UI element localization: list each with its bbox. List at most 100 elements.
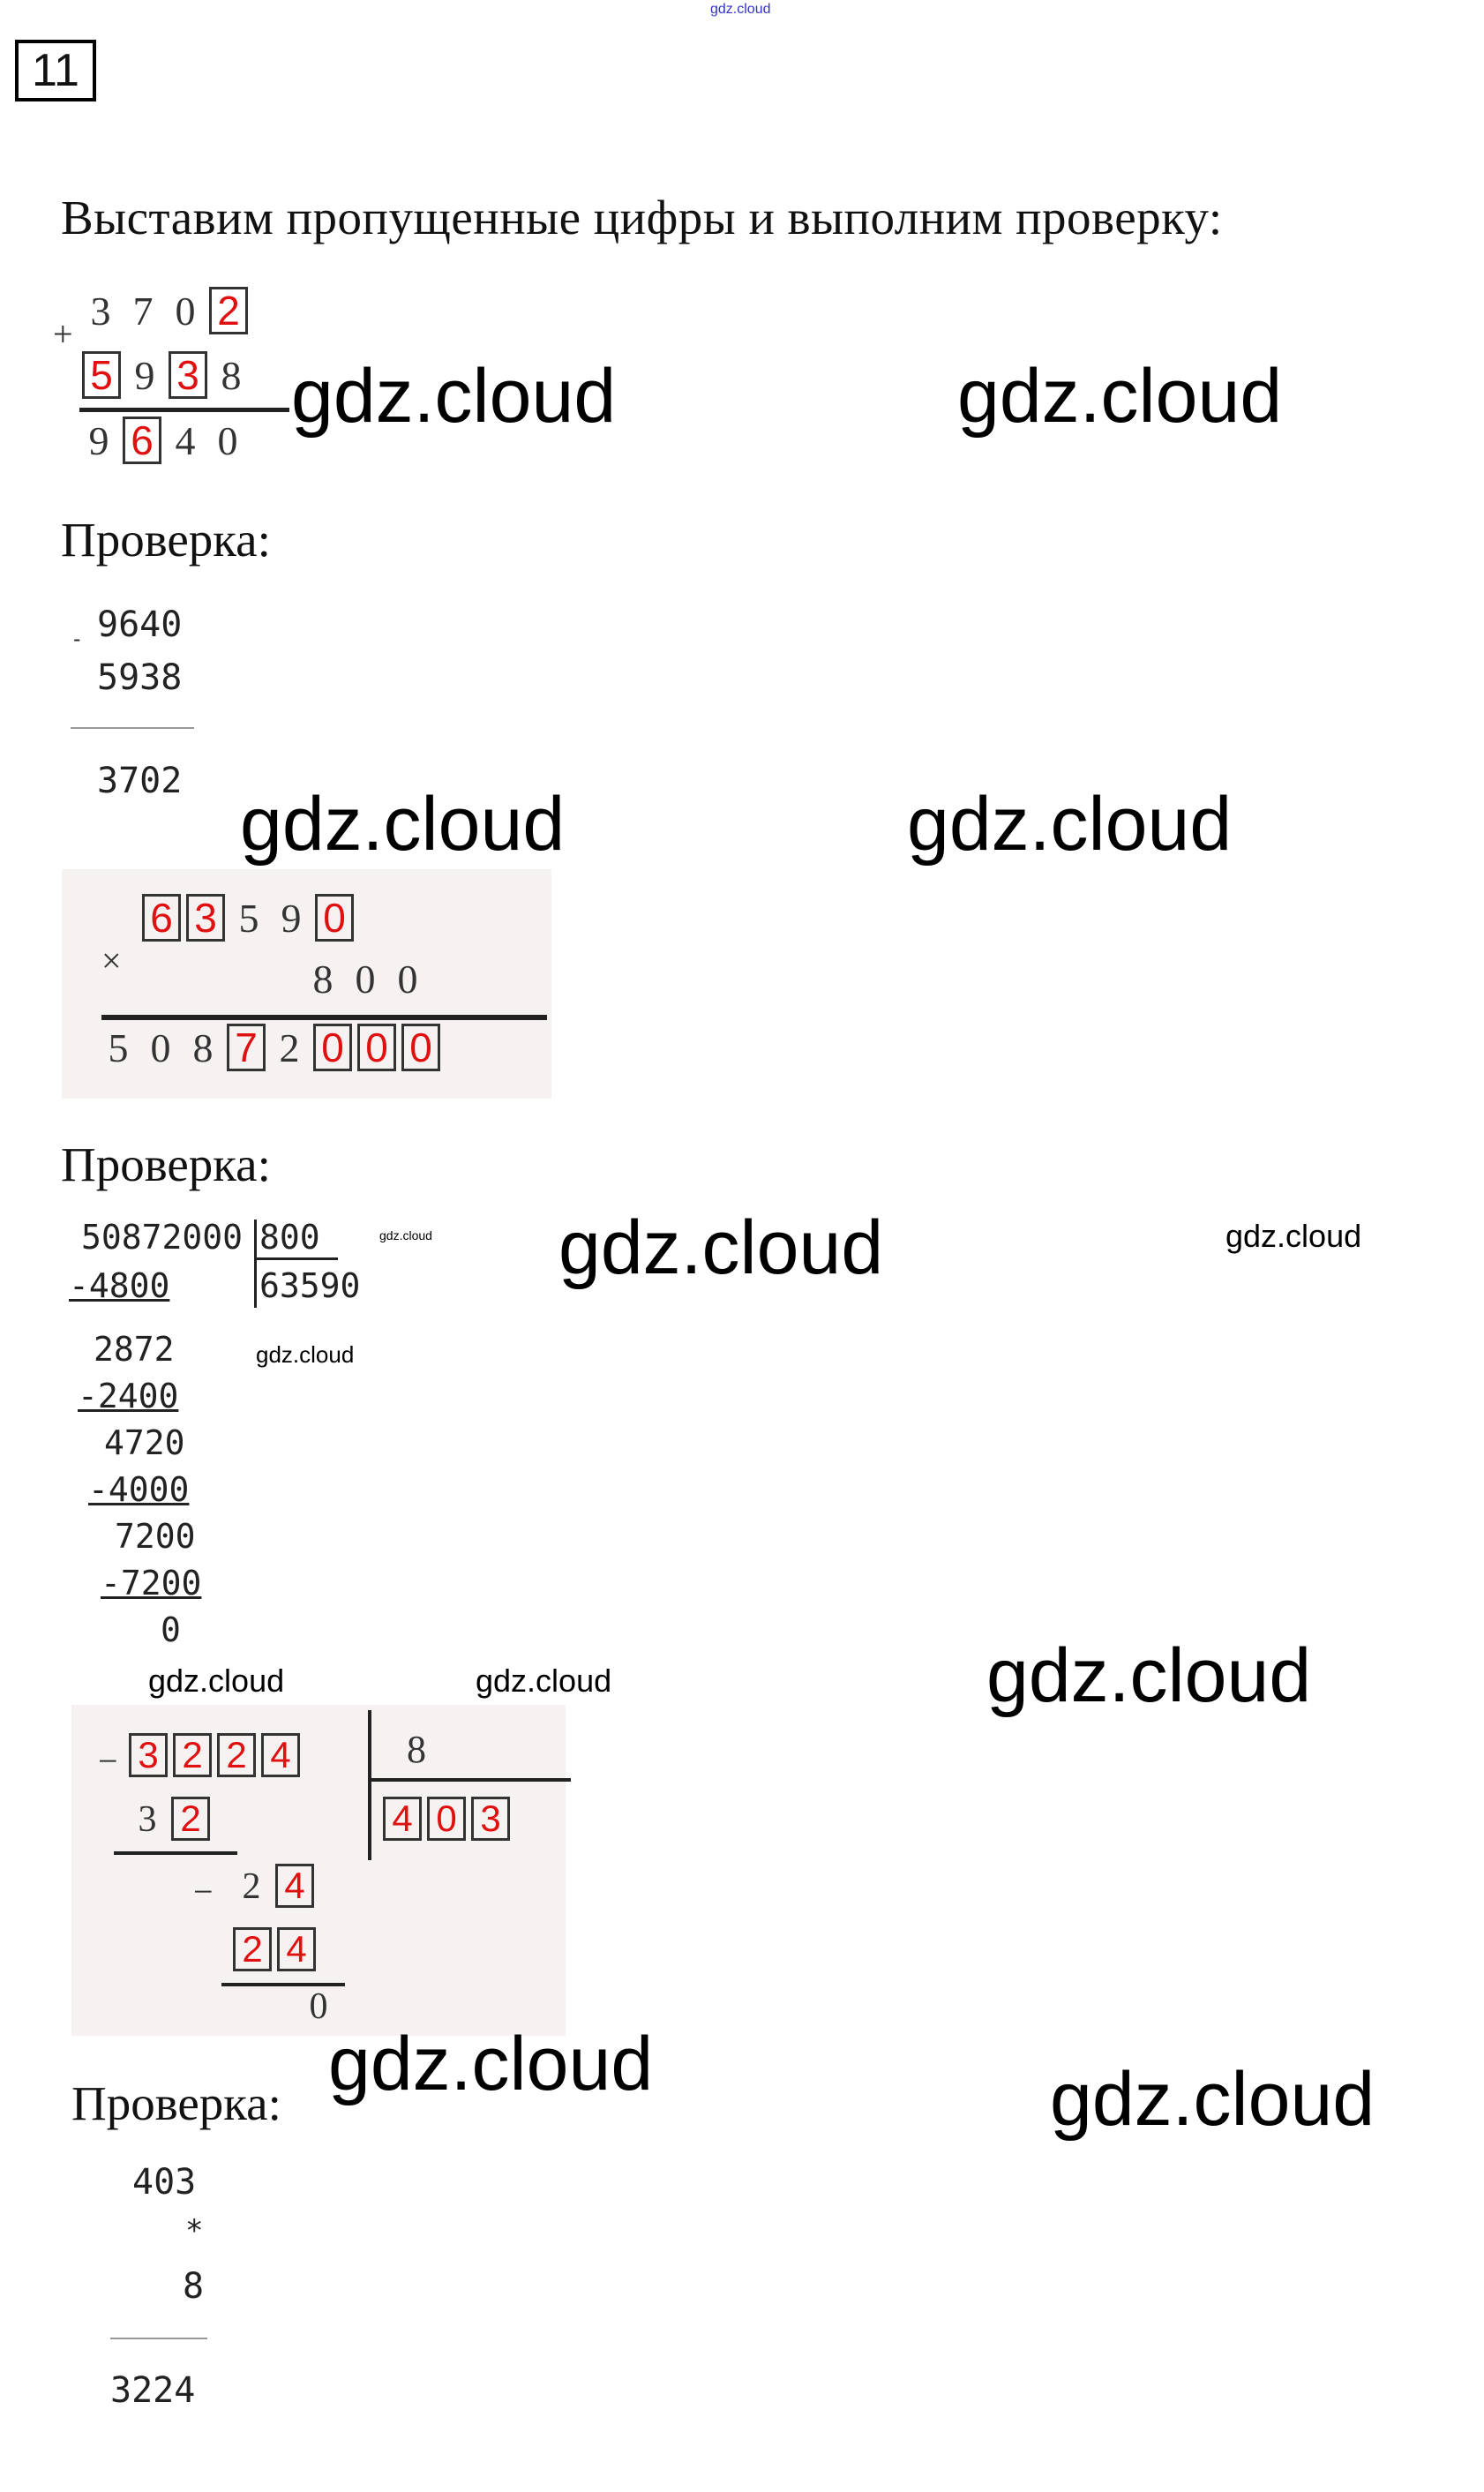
long-division-check: 50872000 800 63590 -4800 2872 -2400 4720… bbox=[62, 1218, 379, 1659]
digit: 2 bbox=[242, 1866, 261, 1907]
digit: 0 bbox=[150, 1025, 171, 1070]
filled-digit-box: 0 bbox=[315, 894, 354, 942]
step: 0 bbox=[297, 1985, 340, 2028]
task-heading: Выставим пропущенные цифры и выполним пр… bbox=[61, 191, 1223, 244]
filled-digit-box: 2 bbox=[209, 287, 248, 335]
filled-digit-box: 6 bbox=[123, 417, 161, 465]
watermark: gdz.cloud bbox=[558, 1205, 884, 1290]
digit: 7 bbox=[132, 289, 154, 334]
filled-digit-box: 6 bbox=[142, 894, 181, 942]
divisor: 8 bbox=[407, 1728, 426, 1771]
digit: 3 bbox=[90, 289, 111, 334]
division-bar bbox=[254, 1220, 257, 1308]
digit: 9 bbox=[281, 896, 302, 941]
watermark: gdz.cloud bbox=[907, 782, 1233, 867]
step: -4800 bbox=[69, 1266, 170, 1305]
result-line bbox=[71, 727, 194, 729]
quotient: 63590 bbox=[259, 1266, 361, 1305]
watermark: gdz.cloud bbox=[1050, 2057, 1375, 2142]
filled-digit-box: 3 bbox=[129, 1733, 168, 1778]
factor-1: 403 bbox=[132, 2162, 197, 2203]
watermark: gdz.cloud bbox=[1225, 1218, 1362, 1254]
digit: 8 bbox=[312, 957, 334, 1002]
check-label: Проверка: bbox=[61, 513, 271, 567]
digit: 3 bbox=[138, 1799, 157, 1840]
factor-2: 8 bbox=[183, 2266, 205, 2307]
filled-digit-box: 4 bbox=[383, 1797, 422, 1842]
result-line bbox=[110, 2338, 207, 2339]
difference: 3702 bbox=[97, 761, 183, 801]
digit: 0 bbox=[309, 1986, 328, 2027]
filled-digit-box: 3 bbox=[186, 894, 225, 942]
sum-line bbox=[79, 408, 289, 412]
digit: 8 bbox=[221, 353, 242, 398]
minus-sign: − bbox=[193, 1872, 214, 1911]
subtrahend: 5938 bbox=[97, 657, 183, 698]
digit: 8 bbox=[192, 1025, 214, 1070]
divisor: 800 bbox=[259, 1218, 320, 1257]
dividend: 50872000 bbox=[81, 1218, 244, 1257]
digit: 0 bbox=[217, 418, 238, 463]
filled-digit-box: 7 bbox=[227, 1024, 266, 1072]
digit: 9 bbox=[88, 418, 109, 463]
step: -4000 bbox=[88, 1470, 190, 1509]
filled-digit-box: 0 bbox=[401, 1024, 440, 1072]
digit: 5 bbox=[238, 896, 259, 941]
filled-digit-box: 0 bbox=[313, 1024, 352, 1072]
watermark: gdz.cloud bbox=[148, 1663, 285, 1699]
step: -7200 bbox=[101, 1564, 202, 1603]
filled-digit-box: 2 bbox=[217, 1733, 256, 1778]
step-line bbox=[114, 1851, 237, 1855]
filled-digit-box: 4 bbox=[277, 1927, 316, 1972]
watermark: gdz.cloud bbox=[328, 2022, 654, 2106]
product-line bbox=[101, 1015, 547, 1020]
digit: 0 bbox=[397, 957, 418, 1002]
digit: 4 bbox=[175, 418, 196, 463]
digit: 0 bbox=[355, 957, 376, 1002]
step: -2400 bbox=[78, 1377, 179, 1415]
filled-digit-box: 2 bbox=[173, 1733, 212, 1778]
filled-digit-box: 2 bbox=[233, 1927, 272, 1972]
filled-digit-box: 4 bbox=[261, 1733, 300, 1778]
digit: 2 bbox=[279, 1025, 300, 1070]
minus-sign: - bbox=[71, 627, 84, 651]
digit: 5 bbox=[108, 1025, 129, 1070]
quotient-line bbox=[254, 1257, 338, 1260]
filled-digit-box: 0 bbox=[357, 1024, 396, 1072]
step: 7200 bbox=[115, 1517, 196, 1556]
step: 0 bbox=[161, 1610, 181, 1649]
product: 3224 bbox=[110, 2370, 196, 2411]
digit: 0 bbox=[175, 289, 196, 334]
filled-digit-box: 3 bbox=[471, 1797, 510, 1842]
watermark: gdz.cloud bbox=[291, 354, 617, 439]
watermark: gdz.cloud bbox=[240, 782, 566, 867]
top-watermark: gdz.cloud bbox=[710, 2, 771, 17]
step: 4720 bbox=[104, 1423, 185, 1462]
watermark: gdz.cloud bbox=[476, 1663, 612, 1699]
watermark: gdz.cloud bbox=[986, 1633, 1312, 1718]
plus-sign: + bbox=[53, 314, 73, 354]
minus-sign: − bbox=[98, 1741, 118, 1781]
watermark: gdz.cloud bbox=[957, 354, 1283, 439]
filled-digit-box: 4 bbox=[275, 1864, 314, 1909]
step: 2872 bbox=[94, 1330, 175, 1369]
times-sign: * bbox=[185, 2213, 204, 2248]
quotient-line bbox=[368, 1778, 571, 1782]
filled-digit-box: 5 bbox=[82, 351, 121, 400]
filled-digit-box: 0 bbox=[427, 1797, 466, 1842]
times-sign: × bbox=[101, 941, 122, 980]
minuend: 9640 bbox=[97, 604, 183, 645]
step-line bbox=[221, 1983, 345, 1986]
division-bar bbox=[368, 1710, 371, 1860]
